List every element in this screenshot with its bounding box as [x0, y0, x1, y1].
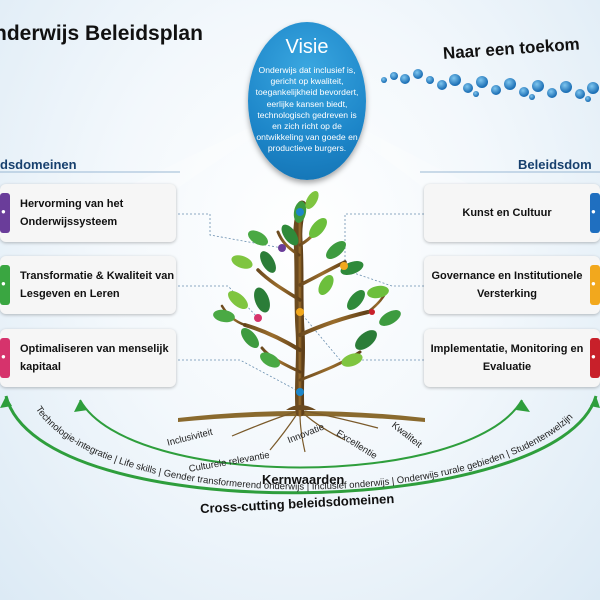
people-icon: ● [0, 193, 10, 233]
domain-card-left-3: Optimaliseren van menselijk kapitaal [0, 329, 176, 387]
domain-card-left-2: Transformatie & Kwaliteit van Lesgeven e… [0, 256, 176, 314]
domain-label: Hervorming van het Onderwijssysteem [20, 198, 124, 228]
vision-text: Onderwijs dat inclusief is, gericht op k… [255, 65, 359, 154]
domain-label: Optimaliseren van menselijk kapitaal [20, 343, 169, 373]
domain-label: Governance en Institutionele Versterking [431, 270, 583, 300]
domain-label: Implementatie, Monitoring en Evaluatie [430, 343, 584, 373]
vision-title: Visie [285, 36, 329, 58]
tree-leaves [213, 190, 401, 368]
quality-icon: ● [0, 265, 10, 305]
domain-card-left-1: Hervorming van het Onderwijssysteem [0, 184, 176, 242]
monitoring-icon: ● [590, 338, 600, 378]
tree-trunk [220, 200, 388, 417]
tree-nodes [254, 208, 375, 396]
governance-icon: ● [590, 265, 600, 305]
inner-arrow-arc [79, 399, 523, 469]
domain-card-right-2: Governance en Institutionele Versterking [424, 256, 600, 314]
domain-card-right-1: Kunst en Cultuur [424, 184, 600, 242]
vision-bubble: Visie Onderwijs dat inclusief is, gerich… [248, 22, 366, 180]
dots-trail [381, 69, 599, 102]
domain-card-right-3: Implementatie, Monitoring en Evaluatie [424, 329, 600, 387]
right-domains-header: Beleidsdom [518, 157, 592, 172]
core-values-title: Kernwaarden [262, 472, 345, 487]
domain-label: Transformatie & Kwaliteit van Lesgeven e… [20, 270, 175, 300]
ground-line [178, 411, 425, 422]
left-domains-header: dsdomeinen [0, 157, 77, 172]
outer-arrow-arc [4, 395, 598, 495]
culture-icon: ● [590, 193, 600, 233]
domain-label: Kunst en Cultuur [462, 207, 552, 219]
tree-roots [231, 410, 379, 453]
person-icon: ● [0, 338, 10, 378]
page-title: nderwijs Beleidsplan [0, 22, 203, 45]
